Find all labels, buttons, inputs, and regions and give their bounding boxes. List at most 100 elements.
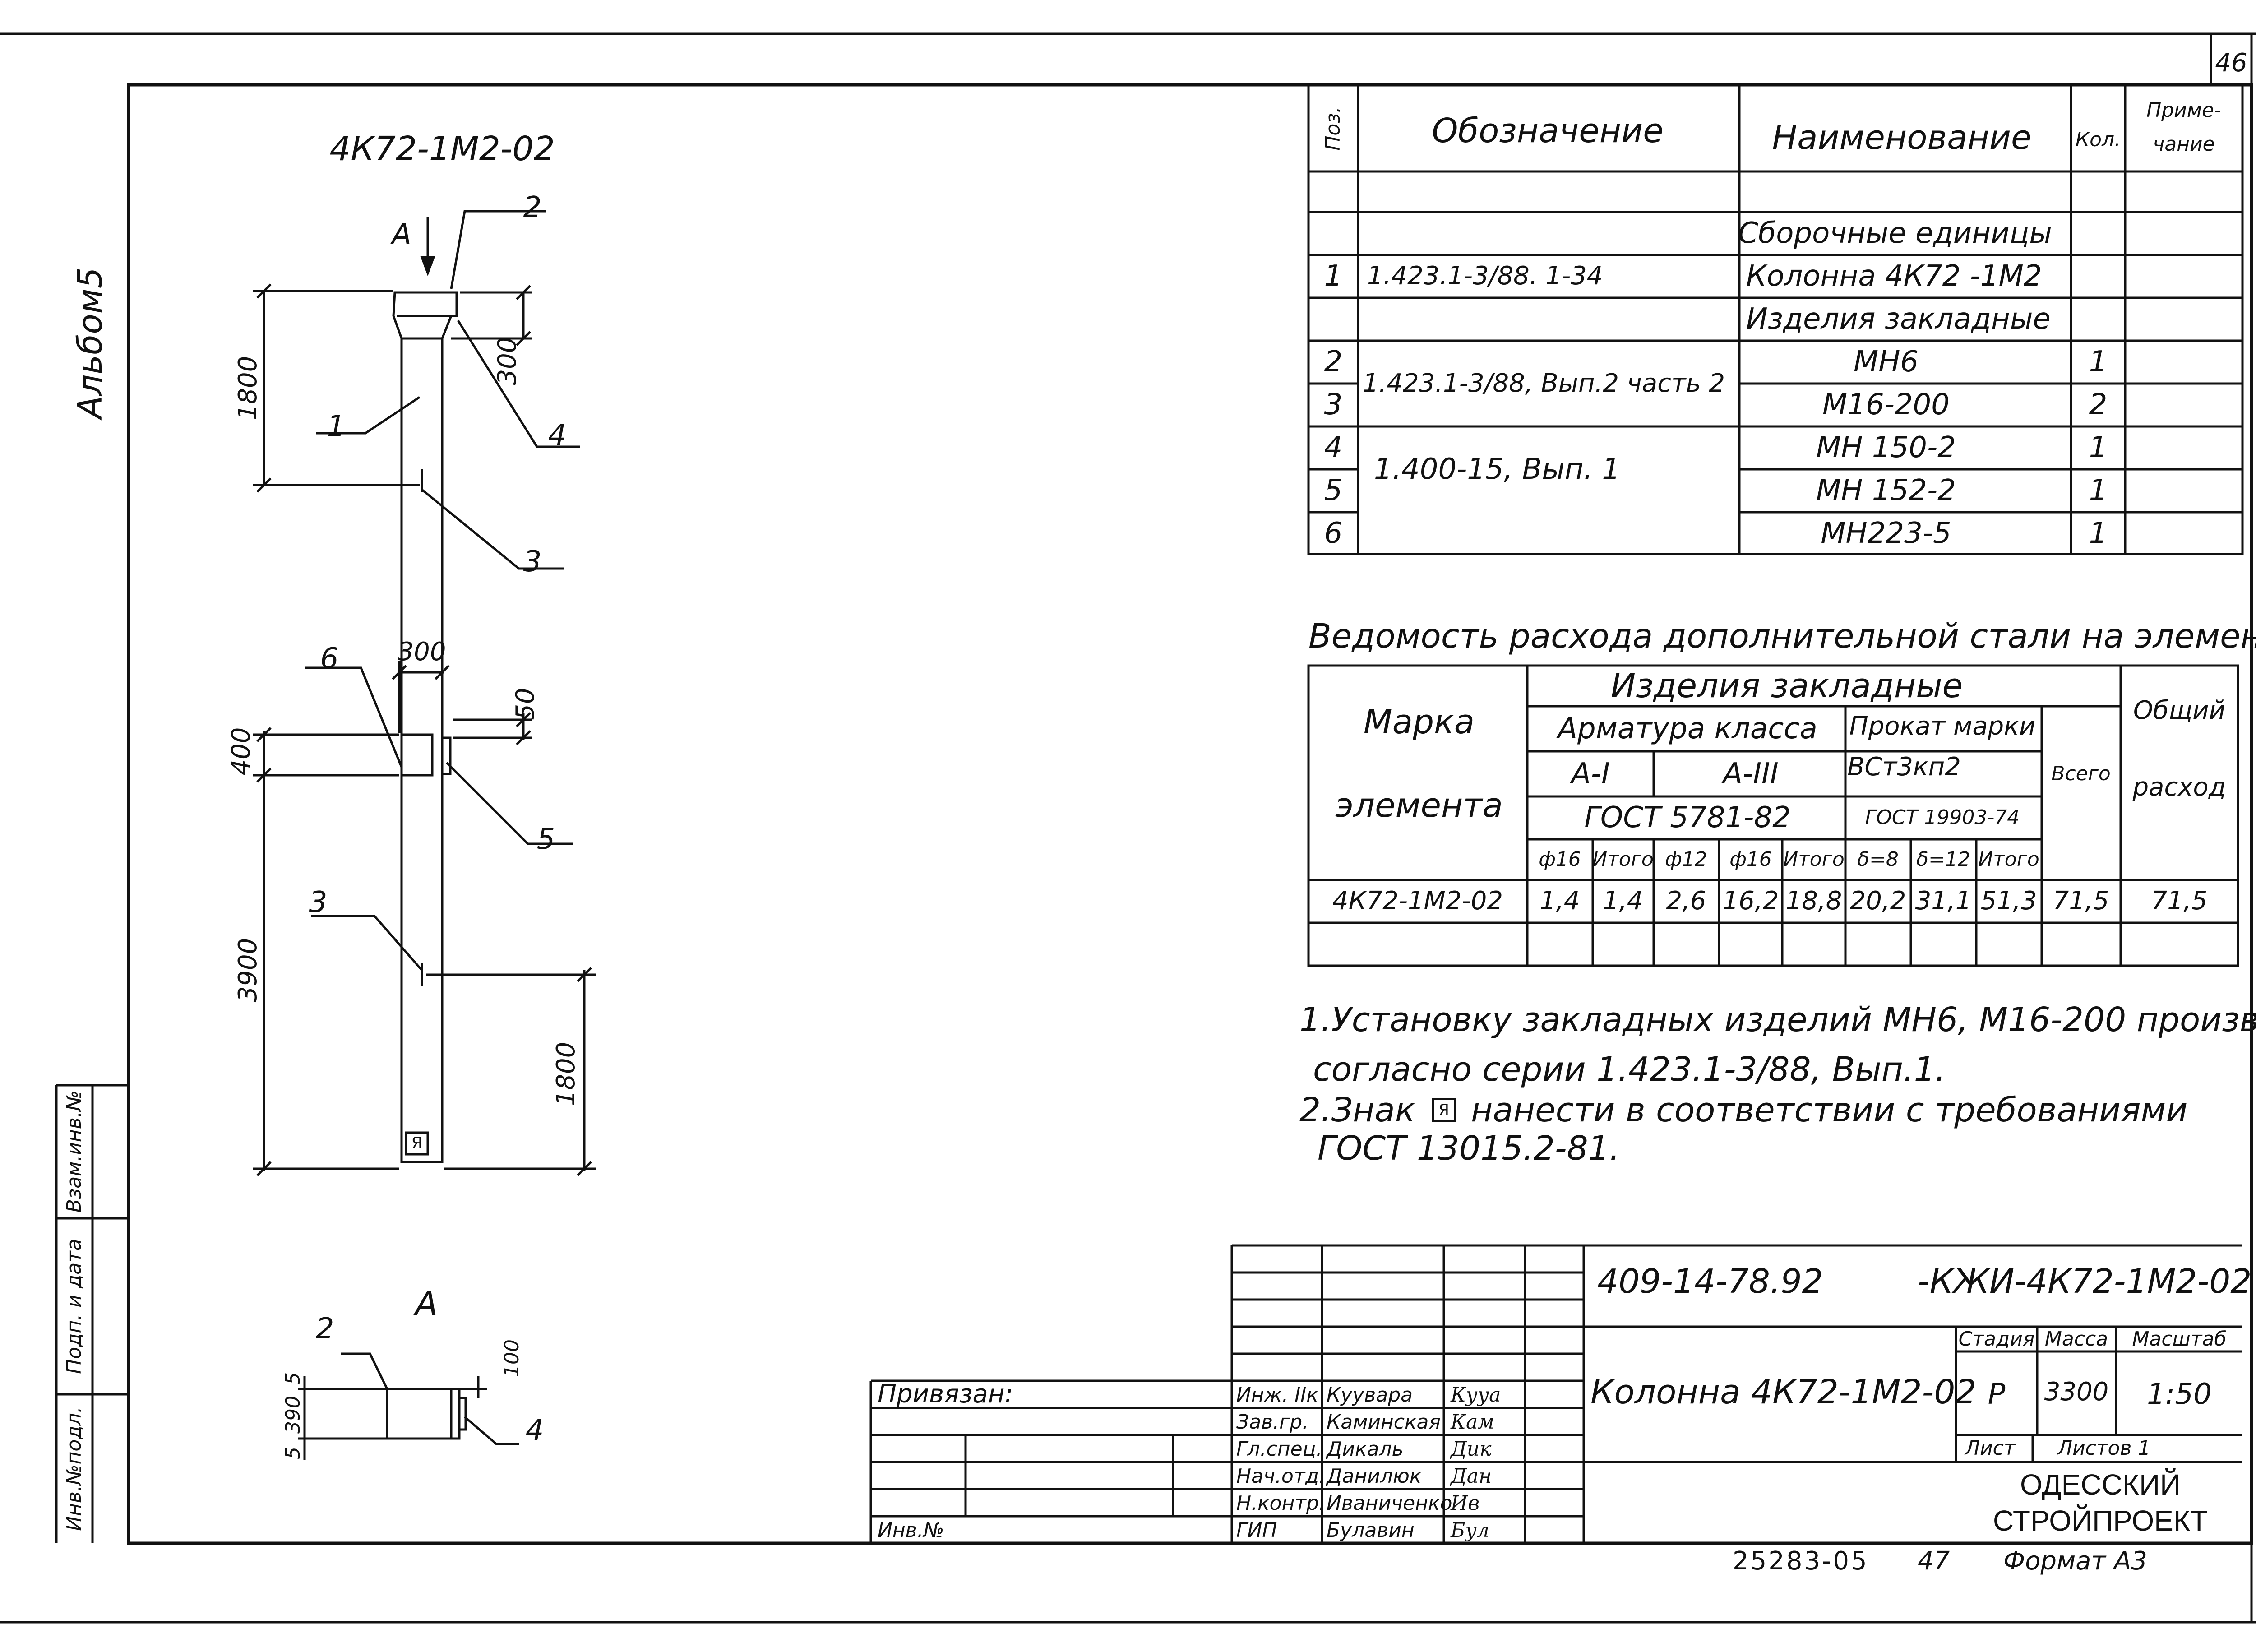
person-name: Каминская (1327, 1411, 1441, 1434)
binding-label: Привязан: (878, 1379, 1013, 1409)
section-dim-5b: 5 (282, 1447, 305, 1459)
spec-row-pos: 1 (1324, 259, 1343, 293)
person-name: Данилюк (1327, 1465, 1422, 1488)
spec-group-designation-1: 1.423.1-3/88, Вып.2 часть 2 (1363, 369, 1725, 398)
spec-header-note-2: чание (2153, 133, 2215, 156)
spec-header-pos: Поз. (1322, 106, 1345, 151)
archive-number: 25283-05 (1733, 1546, 1869, 1576)
person-role: Инж. IIк (1236, 1384, 1318, 1407)
steel-table-title: Ведомость расхода дополнительной стали н… (1308, 617, 2256, 656)
spec-row-name: МН223-5 (1821, 517, 1951, 550)
section-callout-4: 4 (525, 1414, 544, 1447)
person-signature: Бул (1451, 1519, 1489, 1542)
stamp-symbol: Я (411, 1134, 423, 1152)
section-dim-390: 390 (282, 1396, 305, 1434)
steel-row-value: 20,2 (1849, 886, 1906, 916)
code-left: 409-14-78.92 (1597, 1262, 1823, 1301)
dim-1800-top: 1800 (233, 356, 263, 421)
scale-label: Масштаб (2132, 1328, 2227, 1351)
spec-row-name: Сборочные единицы (1738, 217, 2052, 250)
spec-row-pos: 3 (1324, 388, 1343, 421)
steel-row-value: 2,6 (1666, 886, 1706, 916)
spec-row-name: МН6 (1853, 345, 1919, 379)
steel-group-embedded: Изделия закладные (1610, 666, 1963, 705)
side-stamp-replaced-inv: Взам.инв.№ (63, 1090, 86, 1213)
spec-row-qty: 1 (2089, 431, 2108, 464)
dim-3900: 3900 (233, 938, 263, 1003)
steel-gost-rolled: ГОСТ 19903-74 (1865, 806, 2020, 829)
callout-3-bottom: 3 (309, 886, 328, 919)
code-right: -КЖИ-4К72-1М2-02 (1918, 1262, 2252, 1301)
page-number: 46 (2215, 48, 2247, 78)
steel-sub-header: ф16 (1539, 848, 1581, 871)
callout-5: 5 (536, 823, 555, 856)
spec-header-note-1: Приме- (2146, 99, 2221, 122)
person-name: Иваниченко (1327, 1492, 1452, 1515)
side-stamp-inv-original: Инв.№подл. (63, 1407, 86, 1531)
callout-1: 1 (327, 410, 346, 443)
album-label: Альбом5 (71, 267, 110, 419)
sheet-label: Лист (1965, 1437, 2016, 1460)
drawing-mark: 4К72-1М2-02 (329, 130, 555, 168)
steel-sub-header: Итого (1592, 848, 1654, 871)
person-signature: Дик (1451, 1438, 1492, 1461)
spec-row-qty: 2 (2089, 388, 2108, 421)
spec-header-name: Наименование (1772, 118, 2032, 157)
steel-row-value: 16,2 (1722, 886, 1779, 916)
steel-col-total: Всего (2051, 762, 2111, 785)
spec-row-pos: 2 (1324, 345, 1343, 379)
spec-row-name: Колонна 4К72 -1М2 (1746, 259, 2042, 293)
steel-row-mark: 4К72-1М2-02 (1332, 886, 1503, 916)
side-stamp-signature-date: Подп. и дата (63, 1239, 86, 1374)
spec-row-pos: 5 (1324, 474, 1343, 507)
person-signature: Ив (1451, 1492, 1479, 1515)
steel-sub-header: Итого (1978, 848, 2039, 871)
person-signature: Кууа (1451, 1384, 1501, 1407)
steel-row-value: 31,1 (1915, 886, 1972, 916)
spec-row-name: МН 152-2 (1816, 474, 1956, 507)
spec-header-designation: Обозначение (1432, 111, 1664, 150)
spec-header-qty: Кол. (2075, 128, 2121, 151)
spec-row-name: МН 150-2 (1816, 431, 1956, 464)
steel-gost-rebar: ГОСТ 5781-82 (1584, 801, 1791, 834)
steel-row-value: 71,5 (2151, 886, 2208, 916)
steel-row-value: 71,5 (2053, 886, 2109, 916)
note-line-5: ГОСТ 13015.2-81. (1318, 1129, 1620, 1168)
steel-sub-header: δ=8 (1857, 848, 1899, 871)
note-line-4: нанести в соответствии с требованиями (1471, 1091, 2188, 1129)
spec-row-qty: 1 (2089, 474, 2108, 507)
person-role: Н.контр. (1236, 1492, 1325, 1515)
person-name: Дикаль (1327, 1438, 1404, 1461)
company-name-1: ОДЕССКИЙ (2020, 1468, 2181, 1501)
spec-row-pos: 6 (1324, 517, 1343, 550)
steel-row-value: 1,4 (1603, 886, 1643, 916)
callout-3-top: 3 (523, 545, 542, 578)
callout-6: 6 (320, 642, 339, 676)
note-line-3: 2.Знак (1299, 1091, 1415, 1129)
person-role: ГИП (1236, 1519, 1277, 1542)
sheets-label: Листов 1 (2057, 1437, 2151, 1460)
steel-class-a3: А-III (1723, 757, 1779, 791)
stage-label: Стадия (1958, 1328, 2035, 1351)
person-name: Куувара (1327, 1384, 1413, 1407)
person-role: Зав.гр. (1236, 1411, 1309, 1434)
stamp-symbol-note: Я (1432, 1098, 1456, 1122)
section-callout-2: 2 (315, 1312, 334, 1346)
steel-col-general-2: расход (2132, 773, 2226, 802)
scale-value: 1:50 (2147, 1378, 2212, 1411)
spec-row-name: М16-200 (1822, 388, 1950, 421)
dim-1800-bottom: 1800 (551, 1041, 581, 1106)
steel-grade: ВСт3кп2 (1847, 752, 1961, 782)
person-signature: Кам (1451, 1411, 1494, 1434)
steel-col-mark-2: элемента (1335, 786, 1503, 825)
spec-group-designation-2: 1.400-15, Вып. 1 (1374, 453, 1621, 486)
dim-300-mid: 300 (398, 637, 446, 666)
person-name: Булавин (1327, 1519, 1415, 1542)
note-line-2: согласно серии 1.423.1-3/88, Вып.1. (1313, 1050, 1946, 1089)
spec-row-designation: 1.423.1-3/88. 1-34 (1367, 261, 1603, 291)
steel-col-mark-1: Марка (1363, 703, 1475, 741)
inv-no-label: Инв.№ (878, 1519, 944, 1542)
object-name: Колонна 4К72-1М2-02 (1590, 1373, 1977, 1411)
steel-sub-header: ф16 (1729, 848, 1772, 871)
